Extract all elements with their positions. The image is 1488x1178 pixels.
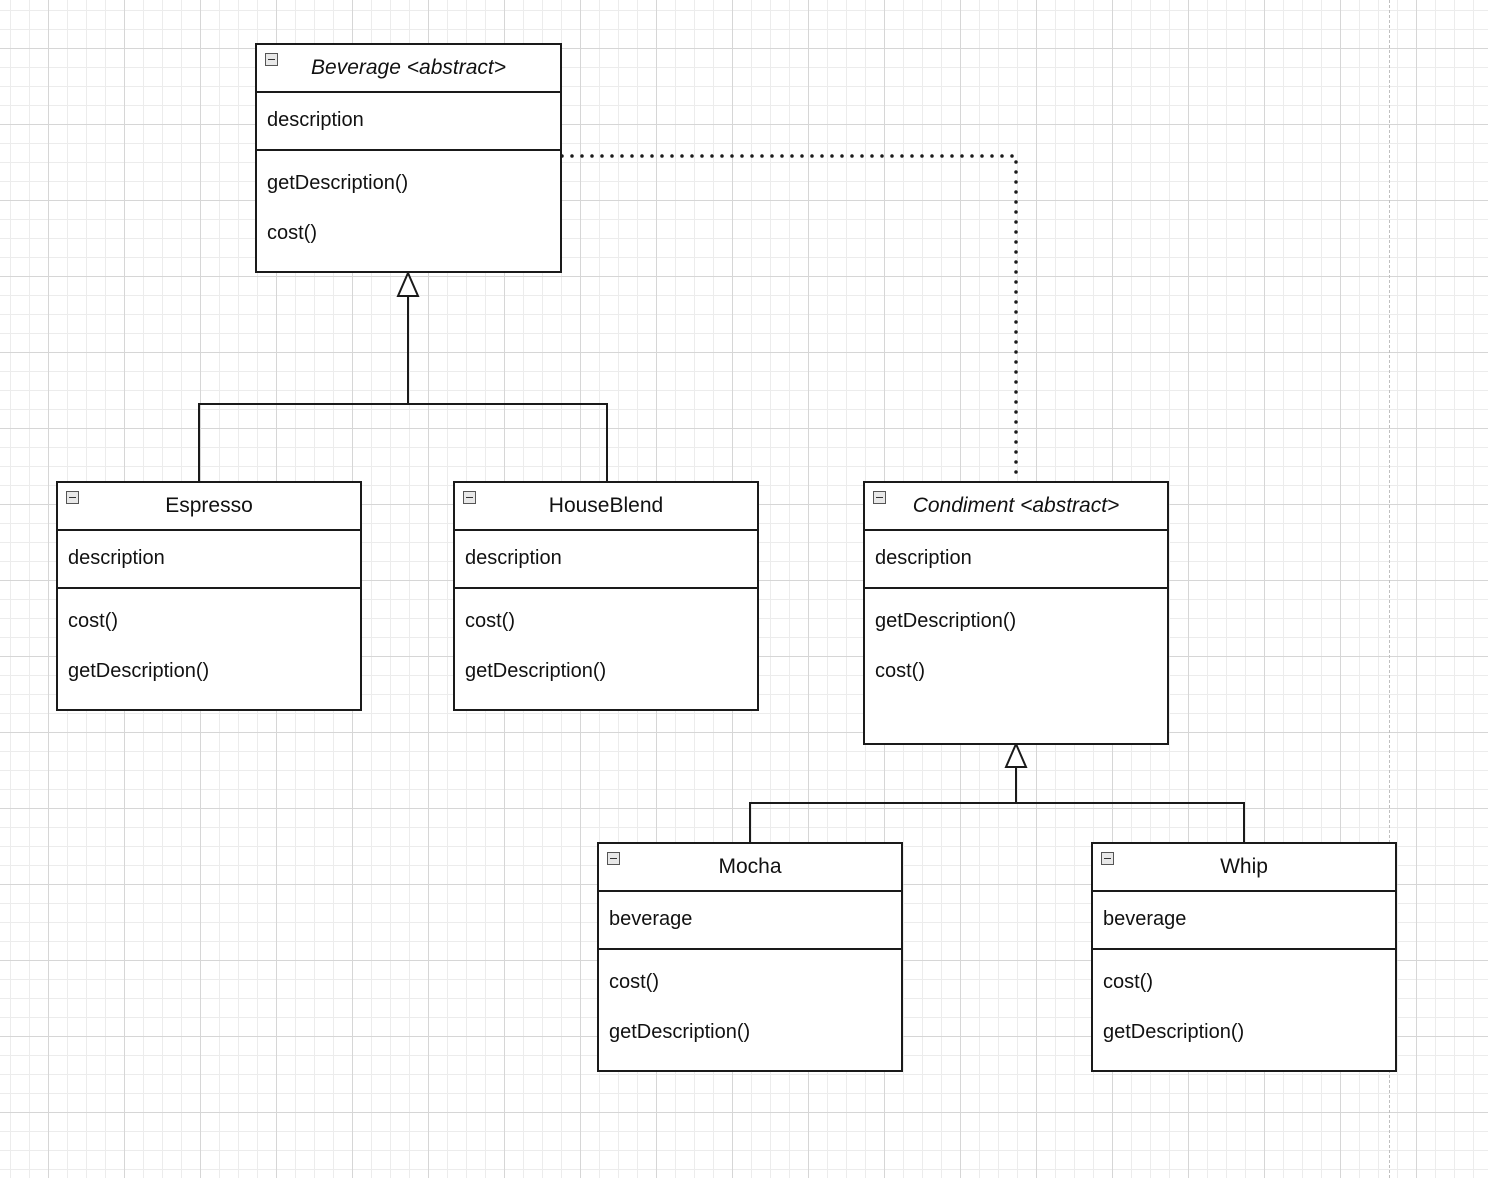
operation: cost() — [68, 610, 118, 632]
operations-compartment[interactable]: cost() getDescription() — [455, 589, 757, 705]
attribute: beverage — [1103, 908, 1187, 930]
class-name: HouseBlend — [548, 494, 664, 517]
class-espresso[interactable]: Espresso description cost() getDescripti… — [56, 481, 362, 711]
attributes-compartment[interactable]: beverage — [599, 892, 901, 950]
operation: getDescription() — [609, 1021, 751, 1043]
attributes-compartment[interactable]: description — [865, 531, 1167, 589]
collapse-minus-icon[interactable] — [66, 491, 79, 504]
attributes-compartment[interactable]: description — [257, 93, 560, 151]
class-condiment[interactable]: Condiment <abstract> description getDesc… — [863, 481, 1169, 745]
class-header[interactable]: Espresso — [58, 483, 360, 531]
attribute: description — [68, 547, 165, 569]
dependency-beverage-condiment[interactable] — [560, 154, 1018, 483]
generalization-mocha-condiment[interactable] — [749, 767, 1017, 842]
operation: getDescription() — [465, 660, 607, 682]
collapse-minus-icon[interactable] — [873, 491, 886, 504]
collapse-minus-icon[interactable] — [1101, 852, 1114, 865]
attribute: description — [267, 109, 364, 131]
class-name: Whip — [1220, 855, 1268, 878]
operation: getDescription() — [875, 610, 1017, 632]
class-header[interactable]: Beverage <abstract> — [257, 45, 560, 93]
generalization-whip-condiment[interactable] — [1016, 802, 1245, 842]
generalization-espresso-beverage[interactable] — [198, 296, 409, 481]
operation: cost() — [267, 222, 317, 244]
generalization-houseblend-beverage[interactable] — [408, 403, 608, 481]
class-name: Condiment <abstract> — [912, 494, 1120, 517]
class-whip[interactable]: Whip beverage cost() getDescription() — [1091, 842, 1397, 1072]
class-mocha[interactable]: Mocha beverage cost() getDescription() — [597, 842, 903, 1072]
operation: getDescription() — [267, 172, 409, 194]
operations-compartment[interactable]: cost() getDescription() — [599, 950, 901, 1066]
collapse-minus-icon[interactable] — [463, 491, 476, 504]
attribute: description — [875, 547, 972, 569]
class-header[interactable]: Mocha — [599, 844, 901, 892]
attribute: description — [465, 547, 562, 569]
attributes-compartment[interactable]: beverage — [1093, 892, 1395, 950]
class-header[interactable]: HouseBlend — [455, 483, 757, 531]
generalization-arrowhead-condiment — [1004, 741, 1028, 768]
operation: getDescription() — [68, 660, 210, 682]
operation: cost() — [875, 660, 925, 682]
operations-compartment[interactable]: getDescription() cost() — [865, 589, 1167, 705]
class-beverage[interactable]: Beverage <abstract> description getDescr… — [255, 43, 562, 273]
operation: cost() — [609, 971, 659, 993]
collapse-minus-icon[interactable] — [607, 852, 620, 865]
operation: getDescription() — [1103, 1021, 1245, 1043]
class-houseblend[interactable]: HouseBlend description cost() getDescrip… — [453, 481, 759, 711]
operations-compartment[interactable]: getDescription() cost() — [257, 151, 560, 267]
page-boundary-guide — [1389, 0, 1390, 1178]
operations-compartment[interactable]: cost() getDescription() — [1093, 950, 1395, 1066]
class-header[interactable]: Whip — [1093, 844, 1395, 892]
attributes-compartment[interactable]: description — [455, 531, 757, 589]
collapse-minus-icon[interactable] — [265, 53, 278, 66]
class-name: Beverage <abstract> — [311, 56, 506, 79]
operation: cost() — [465, 610, 515, 632]
generalization-arrowhead-beverage — [396, 270, 420, 297]
attribute: beverage — [609, 908, 693, 930]
operation: cost() — [1103, 971, 1153, 993]
operations-compartment[interactable]: cost() getDescription() — [58, 589, 360, 705]
class-name: Espresso — [165, 494, 253, 517]
class-header[interactable]: Condiment <abstract> — [865, 483, 1167, 531]
attributes-compartment[interactable]: description — [58, 531, 360, 589]
class-name: Mocha — [718, 855, 782, 878]
